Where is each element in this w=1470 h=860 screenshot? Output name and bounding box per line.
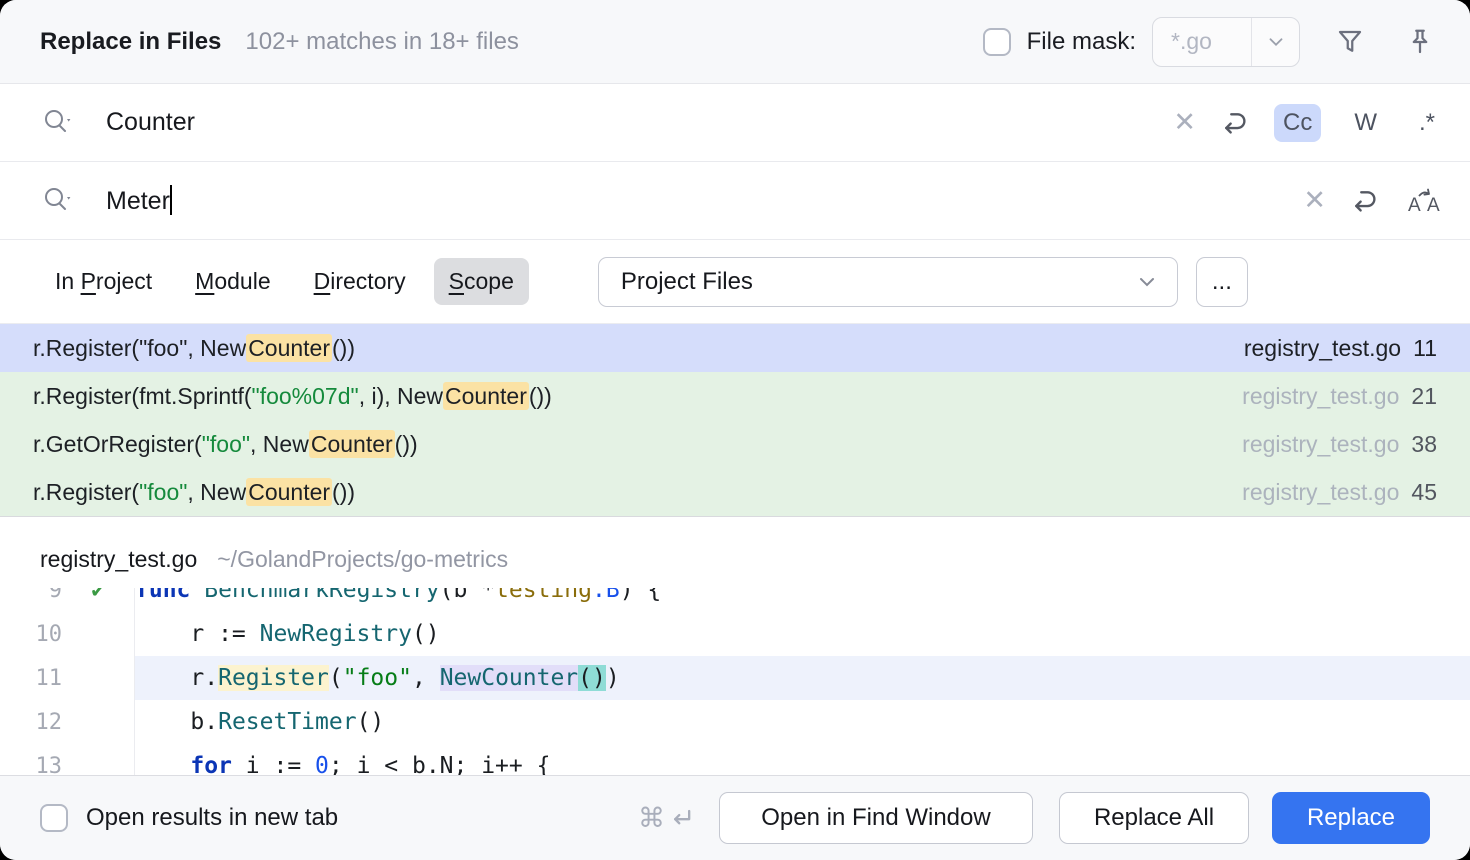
match-case-toggle[interactable]: Cc (1273, 103, 1322, 142)
search-icon[interactable] (40, 106, 74, 140)
run-test-icon[interactable]: ✔ (91, 588, 105, 603)
more-scopes-button[interactable]: ... (1195, 256, 1248, 307)
command-key-icon: ⌘ (638, 802, 665, 833)
file-mask-value: *.go (1171, 28, 1212, 54)
svg-text:A: A (1408, 195, 1421, 216)
file-mask-combo[interactable]: *.go (1152, 16, 1300, 67)
preview-file-name: registry_test.go (40, 546, 198, 572)
replace-new-line-icon[interactable] (1350, 186, 1380, 216)
text-caret (169, 185, 172, 215)
editor-lines: 9 ✔ func BenchmarkRegistry(b *testing.B)… (0, 588, 1470, 775)
result-row[interactable]: r.Register("foo", NewCounter()) registry… (0, 324, 1470, 372)
replace-all-button[interactable]: Replace All (1059, 792, 1249, 844)
result-code: r.GetOrRegister("foo", NewCounter()) (33, 429, 418, 458)
clear-search-icon[interactable]: ✕ (1173, 107, 1196, 137)
dialog-header: Replace in Files 102+ matches in 18+ fil… (0, 0, 1470, 84)
result-row[interactable]: r.Register("foo", NewCounter()) registry… (0, 468, 1470, 516)
tab-directory[interactable]: Directory (313, 268, 406, 294)
code-line[interactable]: 12 b.ResetTimer() (0, 700, 1470, 744)
pin-icon[interactable] (1400, 22, 1440, 62)
code-line[interactable]: 13 for i := 0; i < b.N; i++ { (0, 744, 1470, 775)
code-line[interactable]: 9 ✔ func BenchmarkRegistry(b *testing.B)… (0, 588, 1470, 612)
preview-header: registry_test.go ~/GolandProjects/go-met… (0, 516, 1470, 588)
dialog-title: Replace in Files (40, 27, 222, 55)
result-code: r.Register("foo", NewCounter()) (33, 333, 355, 362)
regex-toggle[interactable]: .* (1418, 108, 1435, 136)
replace-value: Meter (106, 187, 170, 215)
result-row[interactable]: r.GetOrRegister("foo", NewCounter()) reg… (0, 420, 1470, 468)
match-summary: 102+ matches in 18+ files (245, 27, 519, 55)
replace-input[interactable]: Meter (106, 185, 1303, 216)
tab-scope[interactable]: Scope (433, 258, 529, 305)
scope-chevron-down-icon (1135, 270, 1159, 294)
open-in-find-window-button[interactable]: Open in Find Window (719, 792, 1033, 844)
replace-button[interactable]: Replace (1272, 792, 1430, 844)
code-line[interactable]: 10 r := NewRegistry() (0, 612, 1470, 656)
results-list: r.Register("foo", NewCounter()) registry… (0, 324, 1470, 516)
header-right: File mask: *.go (982, 16, 1440, 67)
filter-icon[interactable] (1330, 22, 1370, 62)
replace-shortcut-hint: ⌘ (638, 803, 695, 834)
tab-in-project[interactable]: In Project (55, 268, 153, 294)
footer-bar: Open results in new tab ⌘ Open in Find W… (0, 775, 1470, 860)
search-field-controls: ✕ Cc W .* (1173, 103, 1444, 142)
result-row[interactable]: r.Register(fmt.Sprintf("foo%07d", i), Ne… (0, 372, 1470, 420)
scope-select-value: Project Files (620, 267, 753, 295)
tab-module[interactable]: Module (195, 268, 271, 294)
whole-words-toggle[interactable]: W (1354, 108, 1377, 136)
open-results-new-tab-checkbox[interactable] (40, 804, 68, 832)
result-code: r.Register(fmt.Sprintf("foo%07d", i), Ne… (33, 381, 552, 410)
file-mask-checkbox[interactable] (982, 27, 1011, 56)
clear-replace-icon[interactable]: ✕ (1303, 185, 1326, 215)
chevron-down-icon[interactable] (1251, 17, 1299, 66)
svg-text:A: A (1427, 195, 1440, 216)
result-code: r.Register("foo", NewCounter()) (33, 477, 356, 506)
return-key-icon (667, 804, 695, 832)
new-line-icon[interactable] (1220, 108, 1250, 138)
search-input[interactable]: Counter (106, 108, 195, 136)
file-mask-label: File mask: (1026, 27, 1136, 55)
open-results-new-tab-label: Open results in new tab (86, 804, 339, 831)
code-line-current[interactable]: 11 r.Register("foo", NewCounter()) (0, 656, 1470, 700)
code-preview-editor[interactable]: 9 ✔ func BenchmarkRegistry(b *testing.B)… (0, 588, 1470, 775)
replace-search-icon[interactable] (40, 184, 74, 218)
scope-select[interactable]: Project Files (597, 256, 1178, 307)
scope-row: In Project Module Directory Scope Projec… (0, 240, 1470, 324)
preview-file-path: ~/GolandProjects/go-metrics (217, 546, 509, 572)
search-field-row: Counter ✕ Cc W .* (0, 84, 1470, 162)
